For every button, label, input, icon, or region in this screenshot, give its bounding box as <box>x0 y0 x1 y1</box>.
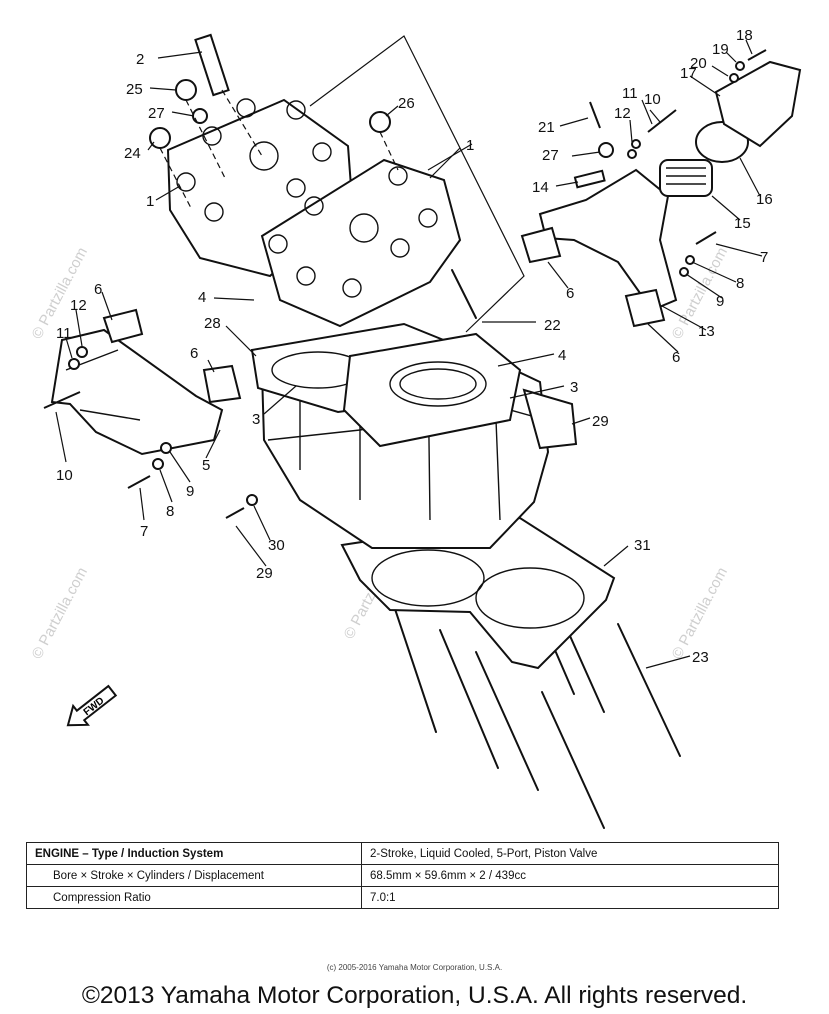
callout-24: 24 <box>124 145 141 162</box>
callout-6-left: 6 <box>94 281 102 298</box>
callout-12-left: 12 <box>70 297 87 314</box>
bolt-7-left <box>127 475 151 489</box>
washer-27-left <box>192 108 208 124</box>
callout-8-right: 8 <box>736 275 744 292</box>
copyright-small: (c) 2005-2016 Yamaha Motor Corporation, … <box>326 963 503 972</box>
callout-30: 30 <box>268 537 285 554</box>
callout-6-right-upper: 6 <box>566 285 574 302</box>
spec-row-bore: Bore × Stroke × Cylinders / Displacement… <box>26 864 779 887</box>
bolt-7-right <box>695 231 717 245</box>
callout-23: 23 <box>692 649 709 666</box>
callout-4-left: 4 <box>198 289 206 306</box>
spec-label: Bore × Stroke × Cylinders / Displacement <box>26 864 362 887</box>
plug-24 <box>149 127 171 149</box>
callout-21: 21 <box>538 119 555 136</box>
washer-8-left <box>152 458 164 470</box>
callout-3-right: 3 <box>570 379 578 396</box>
callout-29-right: 29 <box>592 413 609 430</box>
washer-12-right <box>631 139 641 149</box>
callout-1-right: 1 <box>466 137 474 154</box>
callouts: 2 25 27 24 26 1 1 6 4 28 6 3 12 11 10 5 … <box>56 27 773 666</box>
callout-2: 2 <box>136 51 144 68</box>
spec-label: ENGINE – Type / Induction System <box>26 842 362 865</box>
stud-14 <box>573 169 606 189</box>
spec-value: 68.5mm × 59.6mm × 2 / 439cc <box>361 864 779 887</box>
spec-row-compression: Compression Ratio 7.0:1 <box>26 886 779 909</box>
spec-label: Compression Ratio <box>26 886 362 909</box>
washer-11-left <box>68 358 80 370</box>
gasket-left-6 <box>102 308 144 344</box>
callout-9-right: 9 <box>716 293 724 310</box>
callout-7-right: 7 <box>760 249 768 266</box>
callout-17: 17 <box>680 65 697 82</box>
engine-spec-table: ENGINE – Type / Induction System 2-Strok… <box>26 842 779 909</box>
callout-25: 25 <box>126 81 143 98</box>
leader-lines <box>55 39 763 669</box>
callout-13: 13 <box>698 323 715 340</box>
callout-11-right: 11 <box>622 85 638 102</box>
callout-31: 31 <box>634 537 651 554</box>
callout-6-right-lower: 6 <box>672 349 680 366</box>
callout-18: 18 <box>736 27 753 44</box>
callout-10-left: 10 <box>56 467 73 484</box>
head-gasket-rear <box>342 332 522 448</box>
callout-16: 16 <box>756 191 773 208</box>
callout-15: 15 <box>734 215 751 232</box>
gasket-center-6 <box>202 364 242 404</box>
callout-27-left: 27 <box>148 105 165 122</box>
callout-28: 28 <box>204 315 221 332</box>
spec-value: 7.0:1 <box>361 886 779 909</box>
thermostat <box>659 159 713 197</box>
cylinder-head-rear <box>260 158 462 328</box>
washer-19 <box>735 61 745 71</box>
bolt-18 <box>747 49 767 61</box>
callout-27-right: 27 <box>542 147 559 164</box>
bracket-part-1 <box>309 35 525 333</box>
thermostat-cover <box>714 60 802 148</box>
bolt-10-left <box>43 391 81 409</box>
spark-plug <box>194 33 230 97</box>
gasket-right-upper-6 <box>520 226 562 264</box>
plug-25 <box>175 79 197 101</box>
thermostat-gasket <box>695 121 749 163</box>
callout-1-left: 1 <box>146 193 154 210</box>
copyright-notice: ©2013 Yamaha Motor Corporation, U.S.A. A… <box>81 982 748 1009</box>
callout-7-left: 7 <box>140 523 148 540</box>
watermark-right-mid: © Partzilla.com <box>669 565 731 662</box>
spec-value: 2-Stroke, Liquid Cooled, 5-Port, Piston … <box>361 842 779 865</box>
intake-manifold-left <box>50 328 224 456</box>
exhaust-flange <box>522 388 578 450</box>
washer-20 <box>729 73 739 83</box>
bolt-10-right <box>647 109 677 133</box>
parts-diagram: © Partzilla.com © Partzilla.com © Partzi… <box>29 27 802 829</box>
callout-14: 14 <box>532 179 549 196</box>
callout-19: 19 <box>712 41 729 58</box>
callout-12-right: 12 <box>614 105 631 122</box>
washer-9-left <box>160 442 172 454</box>
callout-11-left: 11 <box>56 325 72 342</box>
washer-11-right <box>627 149 637 159</box>
callout-26: 26 <box>398 95 415 112</box>
callout-4-right: 4 <box>558 347 566 364</box>
base-gasket <box>340 516 616 670</box>
washer-27-right <box>598 142 614 158</box>
washer-12-left <box>76 346 88 358</box>
callout-10-right: 10 <box>644 91 661 108</box>
bolt-21 <box>589 101 601 129</box>
outlet-manifold-right <box>538 168 678 312</box>
drain-bolt <box>225 507 245 519</box>
callout-22: 22 <box>544 317 561 334</box>
drain-washer <box>246 494 258 506</box>
callout-29-left: 29 <box>256 565 273 582</box>
callout-9-left: 9 <box>186 483 194 500</box>
callout-5: 5 <box>202 457 210 474</box>
callout-20: 20 <box>690 55 707 72</box>
watermark-left-mid: © Partzilla.com <box>29 565 91 662</box>
spec-row-engine: ENGINE – Type / Induction System 2-Strok… <box>26 842 779 865</box>
callout-8-left: 8 <box>166 503 174 520</box>
callout-3-left: 3 <box>252 411 260 428</box>
callout-6-center: 6 <box>190 345 198 362</box>
fwd-arrow-icon: FWD <box>66 684 118 727</box>
gasket-right-lower-6 <box>624 288 666 328</box>
